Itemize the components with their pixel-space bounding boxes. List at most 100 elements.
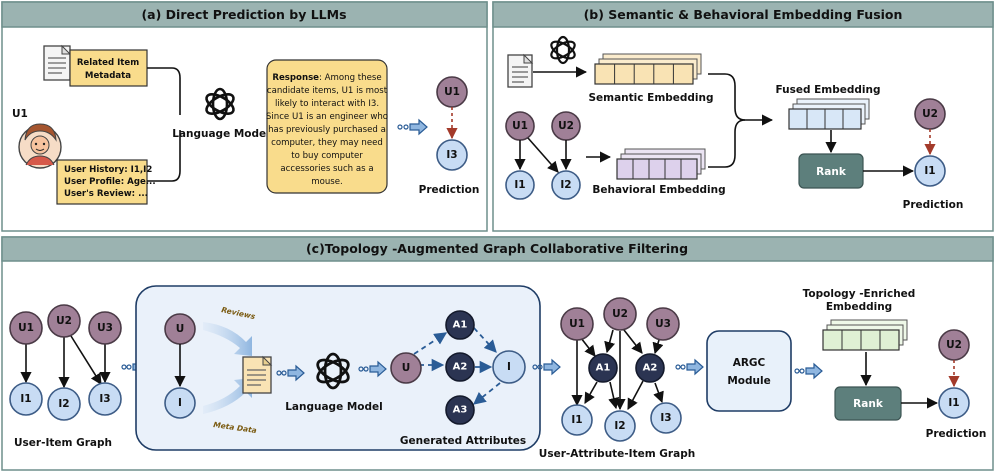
g1-node-u3 — [88, 311, 122, 345]
g2-edge-u2-a2 — [623, 329, 643, 354]
pred-node-u1-label: U1 — [444, 86, 460, 98]
panel-c: (c)Topology -Augmented Graph Collaborati… — [1, 236, 994, 471]
language-model-label: Language Model — [172, 128, 270, 140]
user-attribute-item-graph: U1 U2 U3 A1 A2 I1 I2 I3 — [560, 297, 682, 442]
gen-node-u-label: U — [176, 323, 185, 335]
document-icon-c — [242, 355, 273, 394]
g2-edge-u3-a2 — [652, 339, 664, 355]
gen-node-a3 — [445, 395, 475, 425]
user-attribute-item-graph-label: User-Attribute-Item Graph — [539, 448, 695, 460]
response-box — [266, 59, 388, 194]
response-title: Response — [272, 73, 319, 83]
arrow-right-icon — [358, 360, 387, 378]
c-pred-i1-label: I1 — [948, 397, 959, 409]
panel-c-header — [1, 236, 994, 262]
gen-node-a2-label: A2 — [453, 362, 468, 373]
response-line-1: Response: Among these — [272, 73, 381, 83]
b-node-i2-label: I2 — [560, 179, 571, 191]
topology-embedding-stack — [822, 319, 908, 351]
b-pred-i1 — [914, 155, 946, 187]
argc-line1: ARGC — [733, 357, 766, 369]
b-node-u1-label: U1 — [512, 120, 528, 132]
response-line-3: likely to interact with I3. — [275, 99, 379, 109]
g1-node-u3-label: U3 — [97, 322, 113, 334]
g2-node-a1-label: A1 — [596, 363, 611, 374]
argc-line2: Module — [727, 375, 770, 387]
g2-edge-a1-i1 — [584, 381, 598, 404]
panel-a: (a) Direct Prediction by LLMs Related It… — [1, 1, 488, 232]
g2-edge-a2-i3 — [653, 382, 664, 404]
behavioral-embedding-label: Behavioral Embedding — [592, 184, 725, 196]
g2-node-u2 — [603, 297, 637, 331]
g2-node-u1-label: U1 — [569, 318, 585, 330]
panel-b-title: (b) Semantic & Behavioral Embedding Fusi… — [584, 7, 903, 22]
g2-edge-u2-a1 — [604, 329, 616, 354]
g1-node-i3 — [88, 382, 122, 416]
gen-node-a3-label: A3 — [453, 405, 468, 416]
language-model-logo-icon-c — [316, 352, 350, 390]
attribute-generation-box — [135, 285, 541, 451]
semantic-merge-edge — [708, 73, 746, 121]
g1-node-i1-label: I1 — [20, 393, 31, 405]
response-line-5: has previously purchased a — [268, 125, 386, 135]
g2-node-a2-label: A2 — [643, 363, 658, 374]
response-line-2: candidate items, U1 is most — [267, 86, 388, 96]
fused-embedding-stack — [788, 98, 870, 130]
gen-node-i — [164, 387, 196, 419]
g1-node-i2-label: I2 — [58, 398, 69, 410]
response-line-1-text: : Among these — [319, 73, 382, 83]
arrow-right-icon — [276, 364, 305, 382]
g2-node-i3-label: I3 — [660, 412, 671, 424]
language-model-label-c: Language Model — [285, 401, 383, 413]
arrow-right-icon — [397, 118, 428, 136]
g2-node-i2 — [604, 410, 636, 442]
gen-edge-i-a3 — [473, 382, 501, 405]
rank-label-c: Rank — [853, 398, 884, 410]
behavioral-embedding-stack — [616, 148, 706, 180]
response-line-8: accessories such as a — [280, 164, 373, 174]
document-icon-b — [507, 53, 534, 88]
gen-edge-u-a1 — [413, 332, 448, 355]
b-pred-u2-label: U2 — [922, 108, 938, 120]
gen-node-a1-label: A1 — [453, 320, 468, 331]
rank-label-b: Rank — [816, 166, 847, 178]
g1-node-u2-label: U2 — [56, 315, 72, 327]
history-to-model-edge — [147, 130, 181, 182]
g2-edge-u1-a1 — [580, 337, 596, 357]
pred-node-i3-label: I3 — [446, 149, 457, 161]
user-profile-line: User Profile: Age... — [64, 177, 156, 187]
g2-edge-a1-i2 — [608, 381, 620, 410]
b-edge-u1-i2 — [527, 137, 559, 173]
user-avatar-icon — [18, 123, 62, 169]
user-review-line: User's Review: ... — [64, 189, 148, 199]
g2-node-u3-label: U3 — [655, 318, 671, 330]
g2-node-i2-label: I2 — [614, 420, 625, 432]
gen-node-i-right-label: I — [507, 361, 511, 373]
g1-node-i3-label: I3 — [99, 393, 110, 405]
reviews-arrow-icon — [203, 322, 252, 356]
related-item-line1: Related Item — [77, 58, 139, 68]
g2-edge-a2-i2 — [627, 380, 644, 410]
user-item-graph-label: User-Item Graph — [14, 437, 112, 449]
g2-node-u3 — [646, 307, 680, 341]
g1-node-u1-label: U1 — [18, 322, 34, 334]
topology-embedding-label-2: Embedding — [826, 301, 892, 313]
user-item-graph: U1 U2 U3 I1 I2 I3 — [9, 304, 122, 421]
g2-node-i1-label: I1 — [571, 414, 582, 426]
b-node-i1-label: I1 — [514, 179, 525, 191]
user-history-box — [56, 159, 148, 205]
arrow-right-icon — [532, 358, 561, 376]
response-line-9: mouse. — [311, 177, 343, 187]
g2-node-u2-label: U2 — [612, 308, 628, 320]
g1-node-u2 — [47, 304, 81, 338]
g1-node-u1 — [9, 311, 43, 345]
panel-b-header — [492, 1, 994, 28]
g1-edge-u2-i3 — [70, 335, 102, 385]
semantic-embedding-label: Semantic Embedding — [588, 92, 713, 104]
gen-edge-a1-i — [473, 327, 497, 353]
meta-data-arrow-icon — [203, 378, 252, 414]
topology-embedding-label-1: Topology -Enriched — [803, 288, 916, 300]
prediction-label-c: Prediction — [926, 428, 987, 440]
g2-node-a2 — [635, 353, 665, 383]
arrow-right-icon — [794, 362, 823, 380]
